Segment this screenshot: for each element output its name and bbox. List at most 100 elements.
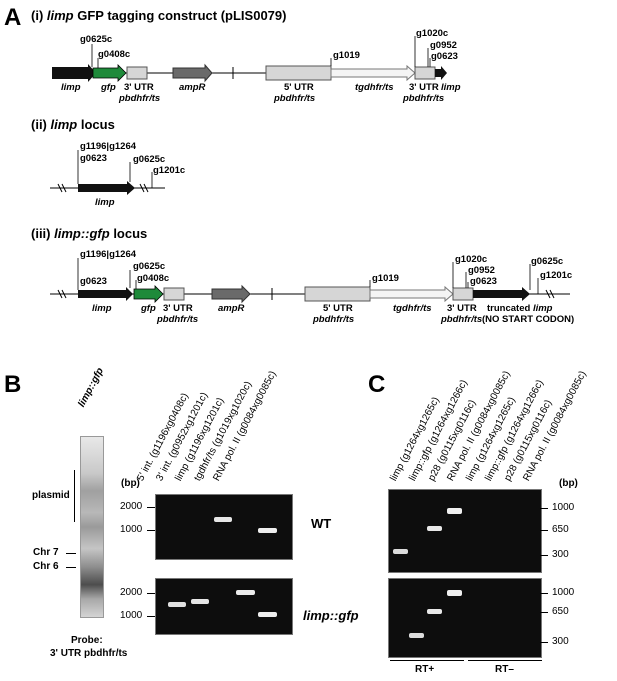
band <box>427 526 442 531</box>
primer-g0625c: g0625c <box>80 34 113 45</box>
label-iii-nostart: (NO START CODON) <box>482 314 575 325</box>
label-iii-pbd: pbdhfr/ts <box>157 314 199 325</box>
label-plasmid: plasmid <box>32 490 70 501</box>
b-tick-1000-bot: 1000 <box>120 610 143 621</box>
label-5utr: 5' UTR <box>284 82 314 93</box>
b-bp-label: (bp) <box>121 478 140 489</box>
c-tick-650-bot: 650 <box>552 606 569 617</box>
panel-b-letter: B <box>4 371 22 398</box>
construct-i-3utr-box-2 <box>414 66 436 80</box>
label-iii-pbd-3: pbdhfr/ts <box>441 314 483 325</box>
tick-mark <box>540 642 548 643</box>
probe-name: 3' UTR pbdhfr/ts <box>50 648 128 659</box>
band <box>168 602 186 607</box>
b-tick-2000-bot: 2000 <box>120 587 143 598</box>
primer-g0408c: g0408c <box>98 49 131 60</box>
label-iii-limp: limp <box>92 303 112 314</box>
label-rt-minus: RT– <box>495 664 514 675</box>
label-chr7: Chr 7 <box>33 547 59 558</box>
label-limp: limp <box>61 82 81 93</box>
band <box>447 508 462 514</box>
construct-i-5utr-box <box>265 65 332 81</box>
tick-mark <box>147 530 155 531</box>
construct-i-limp-arrow <box>52 64 96 82</box>
label-tgd: tgdhfr/ts <box>355 82 394 93</box>
construct-i-gfp-arrow <box>92 64 127 82</box>
label-ii-limp: limp <box>95 197 115 208</box>
chr6-tick <box>66 567 76 568</box>
primer-iii-g0625c-2: g0625c <box>531 256 564 267</box>
southern-blot-lane <box>80 436 104 618</box>
primer-g1019: g1019 <box>333 50 360 61</box>
tick-mark <box>147 507 155 508</box>
rt-plus-bracket <box>390 660 464 661</box>
primer-iii-g0408c: g0408c <box>137 273 170 284</box>
c-tick-650-top: 650 <box>552 524 569 535</box>
chr7-tick <box>66 553 76 554</box>
tick-mark <box>147 593 155 594</box>
construct-i-3utr-box <box>126 66 148 80</box>
locus-iii-3utr-box-2 <box>452 287 474 301</box>
c-tick-1000-top: 1000 <box>552 502 575 513</box>
primer-iii-g1201c: g1201c <box>540 270 573 281</box>
label-iii-tgd: tgdhfr/ts <box>393 303 432 314</box>
band <box>258 528 277 533</box>
tick-mark <box>540 593 548 594</box>
section-ii-title: (ii) limp locus <box>31 117 115 132</box>
label-pbd: pbdhfr/ts <box>119 93 161 104</box>
section-i-title: (i) limp GFP tagging construct (pLIS0079… <box>31 8 287 23</box>
band <box>258 612 277 617</box>
primer-ii-g1201c: g1201c <box>153 165 186 176</box>
primer-g0623: g0623 <box>431 51 458 62</box>
primer-g0952: g0952 <box>430 40 457 51</box>
construct-i-tgd-arrow <box>330 64 416 82</box>
label-iii-3utr: 3' UTR <box>163 303 193 314</box>
locus-iii-limp-arrow <box>78 287 133 301</box>
label-pbd-3: pbdhfr/ts <box>403 93 445 104</box>
tick-mark <box>147 616 155 617</box>
label-ampR: ampR <box>179 82 206 93</box>
gel-b-wt <box>155 494 293 560</box>
primer-iii-g1019: g1019 <box>372 273 399 284</box>
primer-g1020c: g1020c <box>416 28 449 39</box>
primer-iii-g1020c: g1020c <box>455 254 488 265</box>
locus-iii-gfp-arrow <box>133 285 164 303</box>
tick-mark <box>540 508 548 509</box>
primer-iii-g0623b: g0623 <box>470 276 497 287</box>
label-iii-ampR: ampR <box>218 303 245 314</box>
locus-iii-truncated-limp-arrow <box>473 287 530 301</box>
tick-mark <box>540 555 548 556</box>
gel-c-bottom <box>388 578 542 658</box>
band <box>191 599 209 604</box>
primer-iii-g0625c: g0625c <box>133 261 166 272</box>
primer-ii-g0625c: g0625c <box>133 154 166 165</box>
rt-minus-bracket <box>468 660 542 661</box>
label-pbd-2: pbdhfr/ts <box>274 93 316 104</box>
c-tick-1000-bot: 1000 <box>552 587 575 598</box>
tick-mark <box>540 530 548 531</box>
locus-ii-limp-arrow <box>78 181 135 195</box>
label-iii-truncated: truncated limp <box>487 303 553 314</box>
construct-i-limp-arrow-2 <box>435 66 447 80</box>
primer-ii-g1196: g1196|g1264 <box>80 141 137 152</box>
band <box>447 590 462 596</box>
primer-ii-g0623: g0623 <box>80 153 107 164</box>
locus-iii-tgd-arrow <box>369 285 454 303</box>
band <box>409 633 424 638</box>
label-iii-pbd-2: pbdhfr/ts <box>313 314 355 325</box>
probe-label: Probe: <box>71 635 103 646</box>
panel-a-letter: A <box>4 4 22 31</box>
label-rt-plus: RT+ <box>415 664 435 675</box>
label-iii-gfp: gfp <box>141 303 156 314</box>
gel-b-limpgfp <box>155 578 293 635</box>
gel-c-top <box>388 489 542 573</box>
c-bp-label: (bp) <box>559 478 578 489</box>
tick-mark <box>540 612 548 613</box>
label-gfp: gfp <box>101 82 116 93</box>
c-tick-300-bot: 300 <box>552 636 569 647</box>
band <box>427 609 442 614</box>
label-3utr: 3' UTR <box>124 82 154 93</box>
label-chr6: Chr 6 <box>33 561 59 572</box>
b-tick-2000-top: 2000 <box>120 501 143 512</box>
label-wt: WT <box>311 516 332 531</box>
